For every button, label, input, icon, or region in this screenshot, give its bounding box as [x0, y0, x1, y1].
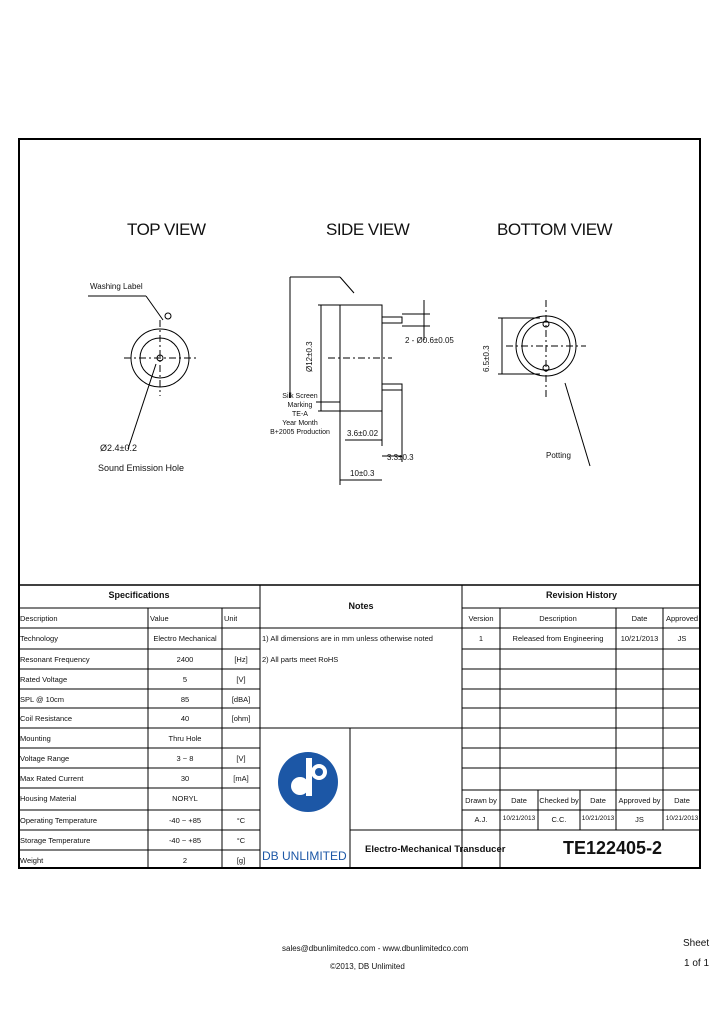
- bottom-view-drawing: [498, 300, 591, 467]
- pin-diameter-dim: 2 - Ø0.6±0.05: [405, 336, 454, 345]
- spec-description: Coil Resistance: [20, 714, 73, 723]
- spec-unit: [V]: [236, 675, 246, 684]
- hole-diameter-dim: Ø2.4±0.2: [100, 443, 137, 453]
- note-item: 2) All parts meet RoHS: [262, 655, 339, 664]
- revision-history-title: Revision History: [545, 590, 618, 600]
- bottom-view-title: BOTTOM VIEW: [497, 220, 613, 239]
- footer-contact: sales@dbunlimitedco.com - www.dbunlimite…: [282, 944, 469, 953]
- dim-10: 10±0.3: [350, 469, 375, 478]
- approval-date: 10/21/2013: [502, 815, 536, 822]
- spec-unit: °C: [236, 836, 246, 845]
- spec-value: 40: [180, 714, 190, 723]
- rev-col-description: Description: [539, 614, 577, 623]
- specifications-title: Specifications: [108, 590, 170, 600]
- silk-screen-line: Production: [296, 429, 330, 436]
- sound-emission-hole-label: Sound Emission Hole: [98, 463, 185, 473]
- spec-value: 30: [180, 774, 190, 783]
- spec-description: Rated Voltage: [20, 675, 68, 684]
- spec-description: Voltage Range: [20, 754, 70, 763]
- spec-unit: °C: [236, 816, 246, 825]
- spec-value: 85: [180, 695, 190, 704]
- approval-drawn-by: A.J.: [474, 815, 488, 824]
- spec-value: 2400: [176, 655, 194, 664]
- sheet-value: 1 of 1: [684, 958, 710, 969]
- part-number: TE122405-2: [563, 838, 663, 858]
- side-view-title: SIDE VIEW: [326, 220, 410, 239]
- footer-copyright: ©2013, DB Unlimited: [330, 962, 405, 971]
- spec-description: Storage Temperature: [20, 836, 91, 845]
- rev-col-approved: Approved: [665, 614, 699, 623]
- rev-col-date: Date: [631, 614, 648, 623]
- spec-value: 2: [182, 856, 188, 865]
- potting-label: Potting: [546, 451, 571, 460]
- drawing-frame: [18, 138, 701, 869]
- spec-description: SPL @ 10cm: [20, 695, 65, 704]
- approval-checked-by: C.C.: [551, 815, 567, 824]
- side-view-drawing: [289, 276, 430, 485]
- top-view-drawing: [88, 295, 198, 450]
- note-item: 1) All dimensions are in mm unless other…: [262, 634, 433, 643]
- rev-approved: JS: [677, 634, 687, 643]
- sheet-label: Sheet: [683, 938, 710, 949]
- spec-value: 5: [182, 675, 188, 684]
- logo-text: DB UNLIMITED: [262, 849, 347, 863]
- spec-unit: [ohm]: [231, 714, 251, 723]
- approval-date: 10/21/2013: [581, 815, 615, 822]
- spec-unit: [mA]: [233, 774, 249, 783]
- spec-description: Max Rated Current: [20, 774, 84, 783]
- notes-title: Notes: [348, 601, 374, 611]
- silk-screen-note: Silk Screen Marking TE-A Year Month B+20…: [270, 392, 330, 437]
- spec-unit: [dBA]: [231, 695, 251, 704]
- spec-value: 3 ~ 8: [176, 754, 194, 763]
- silk-screen-line: B+2005: [270, 429, 295, 436]
- rev-date: 10/21/2013: [620, 634, 659, 643]
- silk-screen-line: Silk Screen: [282, 393, 318, 400]
- silk-screen-line: Year: [282, 420, 297, 427]
- spec-unit: [Hz]: [234, 655, 248, 664]
- washing-label-text: Washing Label: [90, 282, 143, 291]
- silk-screen-line: TE-A: [292, 411, 308, 418]
- approval-col-date: Date: [590, 796, 606, 805]
- approval-col-checked-by: Checked by: [539, 796, 579, 805]
- rev-version: 1: [478, 634, 484, 643]
- spec-description: Housing Material: [20, 794, 77, 803]
- spec-unit: [V]: [236, 754, 246, 763]
- spec-col-unit: Unit: [224, 614, 238, 623]
- spec-value: Electro Mechanical: [153, 634, 217, 643]
- spec-value: -40 ~ +85: [168, 816, 202, 825]
- top-view-title: TOP VIEW: [127, 220, 206, 239]
- spec-col-value: Value: [150, 614, 169, 623]
- approval-col-date: Date: [674, 796, 690, 805]
- spec-description: Weight: [20, 856, 44, 865]
- approval-col-drawn-by: Drawn by: [465, 796, 497, 805]
- technical-drawing: [88, 276, 591, 485]
- approval-approved-by: JS: [635, 815, 644, 824]
- dim-3-6: 3.6±0.02: [347, 429, 379, 438]
- rev-description: Released from Engineering: [512, 634, 604, 643]
- spec-unit: [g]: [236, 856, 246, 865]
- approval-col-approved-by: Approved by: [618, 796, 661, 805]
- dim-3-3: 3.3±0.3: [387, 453, 414, 462]
- company-logo: [278, 752, 338, 812]
- spec-value: -40 ~ +85: [168, 836, 202, 845]
- spec-description: Mounting: [20, 734, 51, 743]
- spec-description: Technology: [20, 634, 58, 643]
- rev-col-version: Version: [468, 614, 494, 623]
- spec-description: Operating Temperature: [20, 816, 97, 825]
- approval-col-date: Date: [511, 796, 527, 805]
- silk-screen-line: Month: [298, 420, 318, 427]
- spec-value: NORYL: [172, 794, 198, 803]
- spec-value: Thru Hole: [168, 734, 202, 743]
- silk-screen-line: Marking: [287, 402, 313, 409]
- product-type: Electro-Mechanical Transducer: [365, 844, 506, 855]
- spec-col-description: Description: [20, 614, 58, 623]
- approval-date: 10/21/2013: [665, 815, 699, 822]
- title-block-grid: [18, 584, 701, 869]
- spec-description: Resonant Frequency: [20, 655, 90, 664]
